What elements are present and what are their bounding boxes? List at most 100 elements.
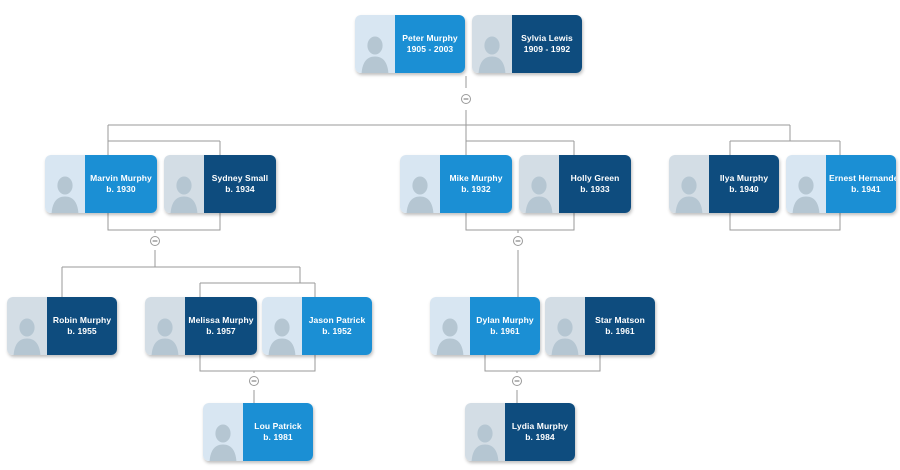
person-dates: 1905 - 2003 xyxy=(406,44,454,54)
person-photo-jason xyxy=(262,297,302,355)
connector-line xyxy=(518,213,575,231)
collapse-toggle[interactable] xyxy=(512,376,522,386)
collapse-toggle[interactable] xyxy=(150,236,160,246)
person-photo-ilya xyxy=(669,155,709,213)
person-name: Marvin Murphy xyxy=(90,173,152,184)
person-dates: b. 1940 xyxy=(729,184,759,194)
person-name: Lydia Murphy xyxy=(511,421,569,432)
avatar-icon xyxy=(478,36,506,73)
person-name: Dylan Murphy xyxy=(476,315,534,326)
connector-line xyxy=(107,213,156,233)
person-dates: b. 1952 xyxy=(322,326,352,336)
person-dates: b. 1981 xyxy=(263,432,293,442)
person-name: Ilya Murphy xyxy=(719,173,769,184)
avatar-icon xyxy=(361,36,389,73)
person-dates: b. 1961 xyxy=(605,326,635,336)
person-photo-holly xyxy=(519,155,559,213)
person-dates: b. 1934 xyxy=(225,184,255,194)
person-name: Star Matson xyxy=(595,315,645,326)
person-photo-marvin xyxy=(45,155,85,213)
avatar-icon xyxy=(51,176,79,213)
collapse-toggle[interactable] xyxy=(513,236,523,246)
connector-line xyxy=(254,355,316,372)
connector-lines xyxy=(61,76,841,403)
person-name: Ernest Hernandez xyxy=(829,173,896,184)
person-photo-lou xyxy=(203,403,243,461)
collapse-toggle[interactable] xyxy=(249,376,259,386)
person-photo-dylan xyxy=(430,297,470,355)
connector-line xyxy=(465,213,519,233)
person-dates: b. 1961 xyxy=(490,326,520,336)
person-photo-peter xyxy=(355,15,395,73)
person-name: Sydney Small xyxy=(211,173,269,184)
person-photo-lydia xyxy=(465,403,505,461)
person-photo-robin xyxy=(7,297,47,355)
person-photo-star xyxy=(545,297,585,355)
connector-line xyxy=(199,355,255,373)
person-photo-ernest xyxy=(786,155,826,213)
collapse-toggles xyxy=(150,94,523,386)
avatar-icon xyxy=(436,318,464,355)
avatar-icon xyxy=(209,424,237,461)
person-dates: b. 1941 xyxy=(851,184,881,194)
person-dates: b. 1984 xyxy=(525,432,555,442)
person-name: Peter Murphy xyxy=(402,33,458,44)
avatar-icon xyxy=(551,318,579,355)
person-dates: b. 1933 xyxy=(580,184,610,194)
person-name: Sylvia Lewis xyxy=(521,33,573,44)
person-name: Holly Green xyxy=(570,173,620,184)
connector-line xyxy=(155,213,221,231)
person-name: Jason Patrick xyxy=(308,315,366,326)
connector-line xyxy=(729,213,841,231)
person-photo-melissa xyxy=(145,297,185,355)
person-photo-sydney xyxy=(164,155,204,213)
person-dates: b. 1932 xyxy=(461,184,491,194)
avatar-icon xyxy=(525,176,553,213)
avatar-icon xyxy=(13,318,41,355)
person-photo-mike xyxy=(400,155,440,213)
avatar-icon xyxy=(675,176,703,213)
avatar-icon xyxy=(792,176,820,213)
person-dates: 1909 - 1992 xyxy=(523,44,571,54)
person-name: Robin Murphy xyxy=(52,315,112,326)
person-photo-sylvia xyxy=(472,15,512,73)
person-dates: b. 1955 xyxy=(67,326,97,336)
person-dates: b. 1957 xyxy=(206,326,236,336)
person-name: Mike Murphy xyxy=(449,173,503,184)
connector-line xyxy=(517,355,601,372)
connector-line xyxy=(484,355,518,373)
avatar-icon xyxy=(151,318,179,355)
person-name: Lou Patrick xyxy=(254,421,302,432)
collapse-toggle[interactable] xyxy=(461,94,471,104)
person-name: Melissa Murphy xyxy=(188,315,254,326)
